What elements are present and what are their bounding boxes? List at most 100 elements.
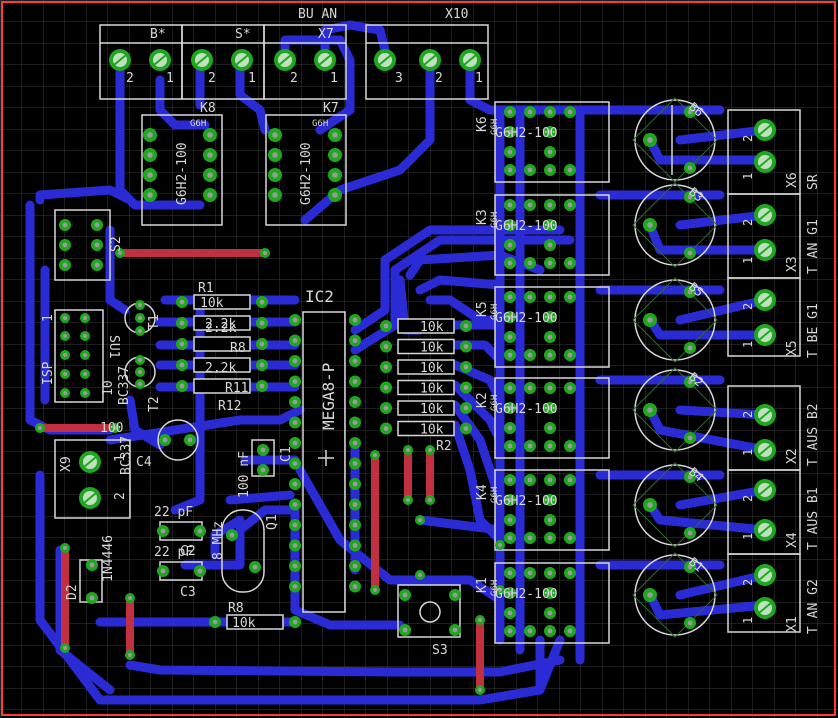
relay-part-label: G6H2-100 (495, 587, 558, 602)
drill-hole (352, 379, 358, 384)
k1-outline (494, 562, 610, 644)
label-s2: S2 (109, 236, 124, 252)
screw-slot (758, 124, 772, 136)
drill-hole (498, 543, 502, 547)
drill-hole (507, 425, 513, 431)
drill-hole (452, 627, 458, 633)
relay-part-label: G6H2-100 (495, 402, 558, 417)
drill-hole (292, 338, 298, 343)
label-k8: K8 (200, 101, 216, 116)
label-x7: X7 (318, 27, 334, 42)
drill-hole (259, 341, 265, 347)
screw-slot (758, 444, 772, 456)
drill-hole (507, 535, 513, 541)
drill-hole (272, 152, 278, 158)
drill-hole (567, 260, 573, 266)
drill-hole (406, 448, 410, 452)
drill-hole (118, 251, 122, 255)
drill-hole (94, 262, 100, 268)
drill-hole (128, 596, 132, 600)
screw-slot (758, 409, 772, 421)
drill-hole (547, 610, 553, 616)
drill-hole (352, 522, 358, 528)
k5-outline (494, 286, 610, 368)
drill-hole (292, 420, 298, 425)
s3-button-cap (419, 601, 441, 623)
drill-hole (260, 467, 266, 473)
drill-hole (463, 364, 469, 370)
drill-hole (687, 564, 693, 570)
drill-hole (507, 405, 513, 411)
resistor-body (397, 400, 455, 416)
connector-pin: 2 (741, 135, 755, 142)
drill-hole (428, 448, 432, 452)
drill-hole (547, 314, 553, 320)
drill-hole (567, 385, 573, 391)
screw-slot (758, 602, 772, 614)
pin-x8-1: 1 (166, 71, 174, 86)
drill-hole (352, 399, 358, 405)
label-k7: K7 (323, 101, 339, 116)
relay-name-label: K1 (475, 577, 490, 593)
drill-hole (259, 383, 265, 389)
drill-hole (83, 353, 87, 357)
drill-hole (507, 517, 513, 523)
pin-x10-2: 2 (435, 71, 443, 86)
drill-hole (138, 370, 142, 374)
label-d2: D2 (65, 584, 80, 600)
drill-hole (63, 334, 67, 338)
top-traces (36, 249, 484, 694)
drill-hole (507, 628, 513, 634)
screw-slot (758, 156, 772, 168)
drill-hole (527, 535, 533, 541)
drill-hole (352, 338, 358, 343)
k7-outline (265, 114, 347, 226)
relay-part-label: G6H2-100 (495, 219, 558, 234)
drill-hole (62, 262, 68, 268)
relay-part-label: G6H2-100 (495, 494, 558, 509)
su1-outline (54, 209, 111, 281)
resistor-body (397, 420, 455, 437)
drill-hole (292, 502, 298, 507)
resistor-body (397, 338, 455, 355)
resistor-body (193, 378, 251, 394)
drill-hole (352, 358, 358, 364)
resistor-body (193, 315, 251, 331)
label-q1: Q1 (265, 514, 280, 530)
drill-hole (63, 646, 67, 650)
drill-hole (292, 461, 298, 466)
connector-name: X6 (785, 172, 800, 188)
connector-pin: 1 (741, 533, 755, 540)
resistor-value: 10k (420, 402, 444, 417)
screw-slot (758, 294, 772, 306)
drill-hole (332, 152, 338, 158)
label-c1-value: 100 nF (237, 451, 252, 498)
drill-hole (567, 628, 573, 634)
screw-slot (83, 456, 97, 468)
screw-slot (758, 484, 772, 496)
drill-hole (507, 242, 513, 248)
connector-pin: 1 (741, 257, 755, 264)
drill-hole (147, 152, 153, 158)
drill-hole (179, 383, 185, 389)
connector-label: T AUS B2 (806, 403, 821, 466)
drill-hole (507, 590, 513, 596)
label-r1: R1 (198, 281, 214, 296)
drill-hole (463, 405, 469, 411)
drill-hole (160, 528, 166, 534)
button-outline (632, 97, 718, 183)
resistor-body (193, 357, 251, 373)
drill-hole (527, 628, 533, 634)
drill-hole (179, 362, 185, 368)
connector-pin: 2 (741, 411, 755, 418)
drill-hole (567, 202, 573, 208)
drill-hole (527, 294, 533, 300)
drill-hole (478, 688, 482, 692)
drill-hole (383, 344, 389, 349)
button-outline (632, 367, 718, 453)
drill-hole (687, 474, 693, 480)
relay-tag-label: G6H (490, 304, 500, 320)
relay-part-label: G6H2-100 (495, 126, 558, 141)
